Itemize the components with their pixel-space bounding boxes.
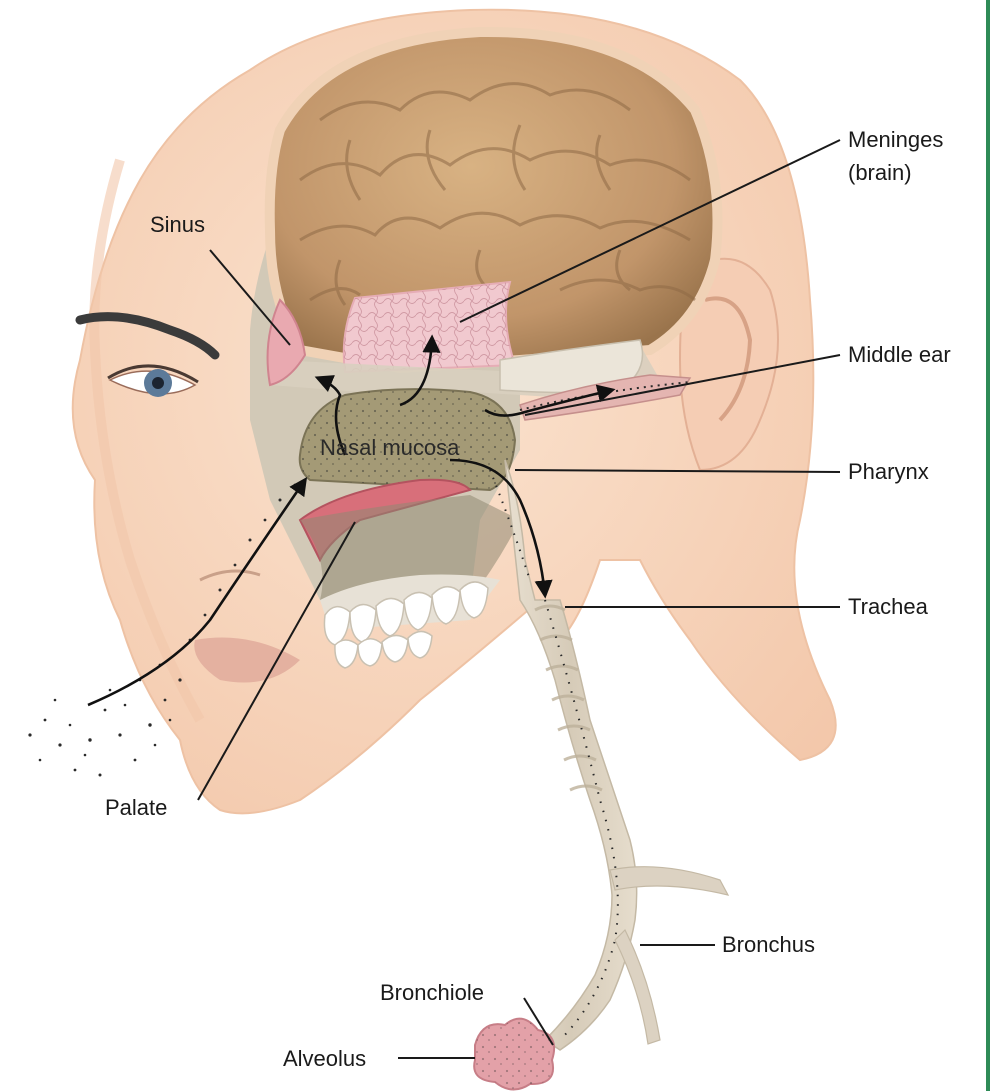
label-palate: Palate — [105, 795, 167, 820]
label-meninges: Meninges — [848, 127, 943, 152]
label-bronchus: Bronchus — [722, 932, 815, 957]
label-alveolus: Alveolus — [283, 1046, 366, 1071]
label-bronchiole: Bronchiole — [380, 980, 484, 1005]
frame-edge — [986, 0, 990, 1091]
label-trachea: Trachea — [848, 594, 929, 619]
label-nasal-mucosa: Nasal mucosa — [320, 435, 460, 460]
label-sinus: Sinus — [150, 212, 205, 237]
label-pharynx: Pharynx — [848, 459, 929, 484]
label-meninges-sub: (brain) — [848, 160, 912, 185]
label-middle-ear: Middle ear — [848, 342, 951, 367]
